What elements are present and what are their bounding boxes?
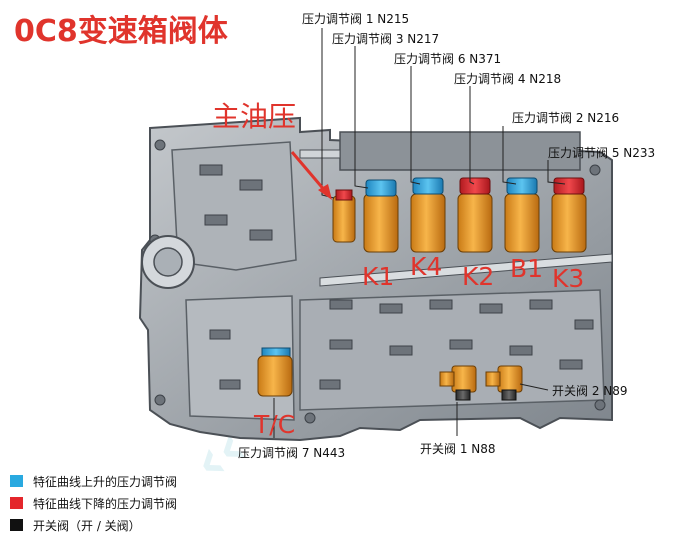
legend-label: 特征曲线下降的压力调节阀: [33, 496, 178, 511]
legend: 特征曲线上升的压力调节阀 特征曲线下降的压力调节阀 开关阀（开 / 关阀）: [10, 470, 177, 536]
valve-body-details: [149, 139, 606, 424]
solenoid-row: [332, 177, 587, 253]
leader-lines: [273, 28, 566, 438]
callout-n216: 压力调节阀 2 N216: [512, 111, 620, 125]
main-pressure-label: 主油压: [212, 100, 297, 133]
top-bracket: [339, 131, 581, 171]
main-port-inner: [153, 247, 183, 277]
clutch-label-k2: K2: [462, 262, 495, 291]
clutch-label-tc: T/C: [254, 410, 296, 439]
legend-swatch-red: [10, 497, 23, 509]
hydraulic-rail: [319, 253, 613, 287]
callout-n371: 压力调节阀 6 N371: [394, 52, 502, 66]
main-pressure-arrowhead: [318, 184, 332, 200]
switching-valves: [439, 365, 523, 401]
legend-swatch-blue: [10, 475, 23, 487]
callout-n443: 压力调节阀 7 N443: [238, 446, 346, 460]
main-pressure-arrow: [290, 151, 328, 193]
legend-item-switching: 开关阀（开 / 关阀）: [10, 514, 177, 536]
clutch-label-k3: K3: [552, 264, 585, 293]
callout-n218: 压力调节阀 4 N218: [454, 72, 562, 86]
legend-swatch-black: [10, 519, 23, 531]
legend-item-rising: 特征曲线上升的压力调节阀: [10, 470, 177, 492]
valve-body-plate: [299, 289, 605, 411]
solenoid-n443: [257, 347, 293, 397]
callout-n215: 压力调节阀 1 N215: [302, 12, 410, 26]
callout-n88: 开关阀 1 N88: [420, 442, 496, 456]
clutch-label-b1: B1: [510, 254, 544, 283]
legend-label: 开关阀（开 / 关阀）: [33, 518, 141, 533]
legend-item-falling: 特征曲线下降的压力调节阀: [10, 492, 177, 514]
callout-n89: 开关阀 2 N89: [552, 384, 628, 398]
clutch-label-k1: K1: [362, 262, 395, 291]
page-title: 0C8变速箱阀体: [14, 14, 228, 49]
callout-n217: 压力调节阀 3 N217: [332, 32, 440, 46]
clutch-label-k4: K4: [410, 252, 443, 281]
legend-label: 特征曲线上升的压力调节阀: [33, 474, 178, 489]
push-rod: [299, 149, 341, 159]
callout-n233: 压力调节阀 5 N233: [548, 146, 656, 160]
